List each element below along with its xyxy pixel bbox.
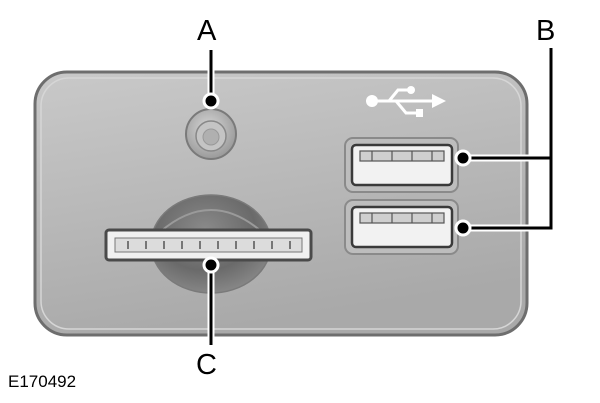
audio-jack-icon [185,108,237,160]
usb-icon [366,86,446,117]
callout-label-a: A [197,15,217,47]
figure-id: E170492 [8,372,77,391]
usb-port-upper [344,137,459,193]
leader-line-c [202,256,220,345]
usb-port-lower [344,199,459,255]
callout-label-c: C [196,349,217,381]
leader-line-b [454,48,555,237]
callout-label-b: B [536,15,556,47]
sd-card-slot-icon [104,228,313,262]
leader-line-a [202,50,220,110]
